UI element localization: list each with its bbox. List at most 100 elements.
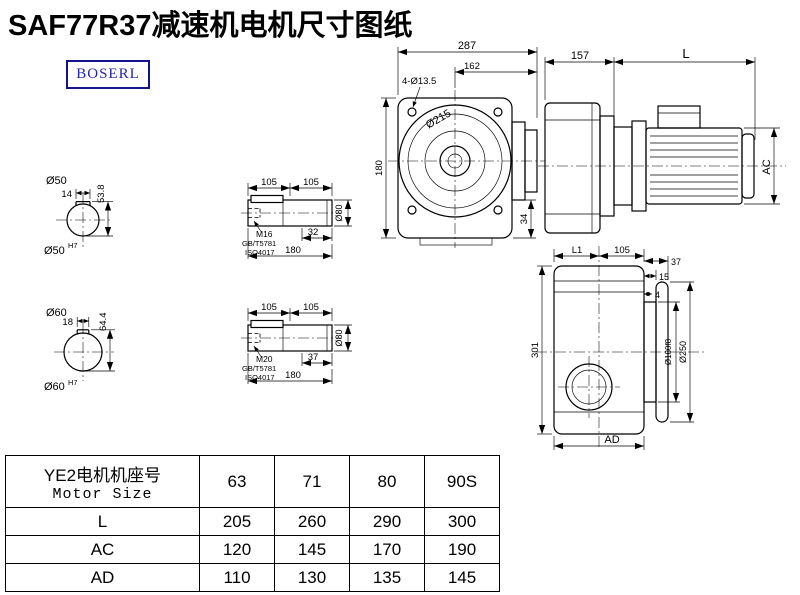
shaft-b-thread-label: M20	[256, 354, 273, 364]
dim-front-height-label: 180	[374, 160, 385, 176]
shaft-b-seg2-label: 105	[303, 302, 319, 313]
callout-mount-holes-label: 4-Ø13.5	[402, 76, 436, 87]
dim-motor-height: AC	[744, 127, 780, 205]
mount-hole	[493, 107, 503, 117]
dim-flange-od-label: Ø250	[678, 341, 688, 363]
page-title: SAF77R37减速机电机尺寸图纸	[8, 10, 413, 42]
dim-4-label: 4	[655, 290, 660, 300]
dim-output-height-label: 301	[530, 342, 541, 358]
side-view: 157 L AC	[538, 46, 786, 234]
value-cell: 135	[349, 563, 425, 592]
mount-hole	[493, 205, 503, 215]
dim-front-flange-width: 162	[454, 61, 537, 88]
dim-keyheight-60: 64.4	[86, 313, 115, 372]
dim-shaft-a-total-label: 180	[285, 245, 301, 256]
dim-shaft-a-key: 32	[301, 227, 333, 242]
bore-fit-50-label: Ø50	[44, 245, 65, 257]
dim-l1-label: L1	[572, 245, 583, 256]
dim-gear-length: 157	[544, 50, 615, 124]
value-cell: 260	[274, 507, 350, 536]
dim-shaft-b-key-label: 37	[308, 352, 319, 363]
motor-size-header-cn: YE2电机机座号	[43, 465, 162, 485]
brand-logo-text: BOSERL	[76, 66, 140, 82]
bore-fit-50-tol: H7	[68, 241, 78, 250]
flange-circle	[398, 104, 512, 218]
value-cell: 130	[274, 563, 350, 592]
dim-shaft-b-total-label: 180	[285, 370, 301, 381]
dim-shaft-b-total: 180	[247, 353, 333, 385]
motor-size-header-en: Motor Size	[52, 485, 153, 503]
motor-size-col-90s: 90S	[424, 455, 500, 508]
dim-motor-length-label: L	[682, 46, 689, 61]
shaft-a-thread-label: M16	[256, 229, 273, 239]
bore-section-60: 18 64.4 Ø60 Ø60 H7	[44, 307, 115, 393]
dim-37-label: 37	[671, 257, 681, 267]
motor-size-col-80: 80	[349, 455, 425, 508]
value-cell: 145	[274, 535, 350, 564]
row-label-L: L	[5, 507, 200, 536]
dim-shaft-a-total: 180	[247, 228, 333, 260]
shaft-a-std-iso: ISO4017	[245, 248, 275, 257]
shaft-a-std-gb: GB/T5781	[242, 239, 276, 248]
dim-spigot-label: Ø180f8	[664, 338, 673, 365]
output-view: L1 105 37 15 4	[530, 245, 704, 450]
dim-ad-label: AD	[604, 434, 619, 446]
dim-105-label: 105	[614, 245, 630, 256]
dim-keywidth-60-label: 18	[62, 317, 73, 328]
dim-spigot: Ø180f8	[658, 301, 680, 403]
bore-circle-50	[66, 203, 100, 237]
dim-shaft-b-dia-label: Ø80	[334, 329, 344, 346]
value-cell: 190	[424, 535, 500, 564]
mount-hole	[407, 107, 417, 117]
motor-size-header-cell: YE2电机机座号 Motor Size	[5, 455, 200, 508]
dim-shaft-a-dia-label: Ø80	[334, 204, 344, 221]
bore-fit-60-tol: H7	[68, 378, 78, 387]
terminal-box	[657, 105, 701, 129]
shaft-b-std-iso: ISO4017	[245, 373, 275, 382]
row-label-AD: AD	[5, 563, 200, 592]
shaft-a-seg2-label: 105	[303, 177, 319, 188]
shaft-a-key	[250, 194, 284, 204]
bore-dia-50-label: Ø50	[46, 175, 67, 187]
mount-hole	[407, 205, 417, 215]
value-cell: 205	[199, 507, 275, 536]
fan-cover	[741, 133, 755, 199]
value-cell: 290	[349, 507, 425, 536]
dim-flange-dia-label: Ø215	[424, 107, 453, 131]
dim-gear-length-label: 157	[571, 50, 589, 62]
dim-front-flange-width-label: 162	[464, 61, 480, 72]
brand-logo: BOSERL	[66, 60, 150, 89]
dim-motor-height-label: AC	[761, 159, 773, 174]
dim-motor-length: L	[614, 46, 756, 140]
dim-105: 105	[599, 245, 645, 262]
dim-shaft-a-dia: Ø80	[334, 199, 352, 227]
value-cell: 145	[424, 563, 500, 592]
table-row-AD: AD 110 130 135 145	[5, 563, 500, 592]
motor-size-col-63: 63	[199, 455, 275, 508]
row-label-AC: AC	[5, 535, 200, 564]
dimension-table: YE2电机机座号 Motor Size 63 71 80 90S L 205 2…	[5, 455, 500, 592]
dim-shaft-b-key: 37	[301, 352, 333, 367]
value-cell: 300	[424, 507, 500, 536]
dim-15-label: 15	[659, 272, 669, 282]
table-row-AC: AC 120 145 170 190	[5, 535, 500, 564]
dim-4: 4	[644, 290, 660, 300]
front-view: 287 162 4-Ø13.5 Ø215 180	[374, 40, 545, 248]
dim-front-total-label: 287	[458, 40, 476, 52]
dim-shaft-b-dia: Ø80	[334, 324, 352, 352]
callout-mount-holes: 4-Ø13.5	[402, 76, 436, 108]
dim-keyheight-50-label: 53.8	[96, 185, 107, 204]
bore-circle-60	[63, 332, 103, 372]
bore-section-50: 14 53.8 Ø50 Ø50 H7	[44, 175, 113, 257]
dim-front-foot: 34	[513, 199, 536, 239]
dim-15: 15	[644, 270, 669, 282]
table-row-L: L 205 260 290 300	[5, 507, 500, 536]
shaft-drawing-a: 105 105 M16 GB/T5781 ISO4017 32	[241, 177, 352, 260]
bore-fit-60-label: Ø60	[44, 381, 65, 393]
dim-front-foot-label: 34	[519, 214, 530, 225]
dim-keyheight-60-label: 64.4	[98, 313, 109, 332]
dim-front-total: 287	[397, 40, 538, 118]
dim-keyheight-50: 53.8	[86, 185, 113, 237]
value-cell: 170	[349, 535, 425, 564]
